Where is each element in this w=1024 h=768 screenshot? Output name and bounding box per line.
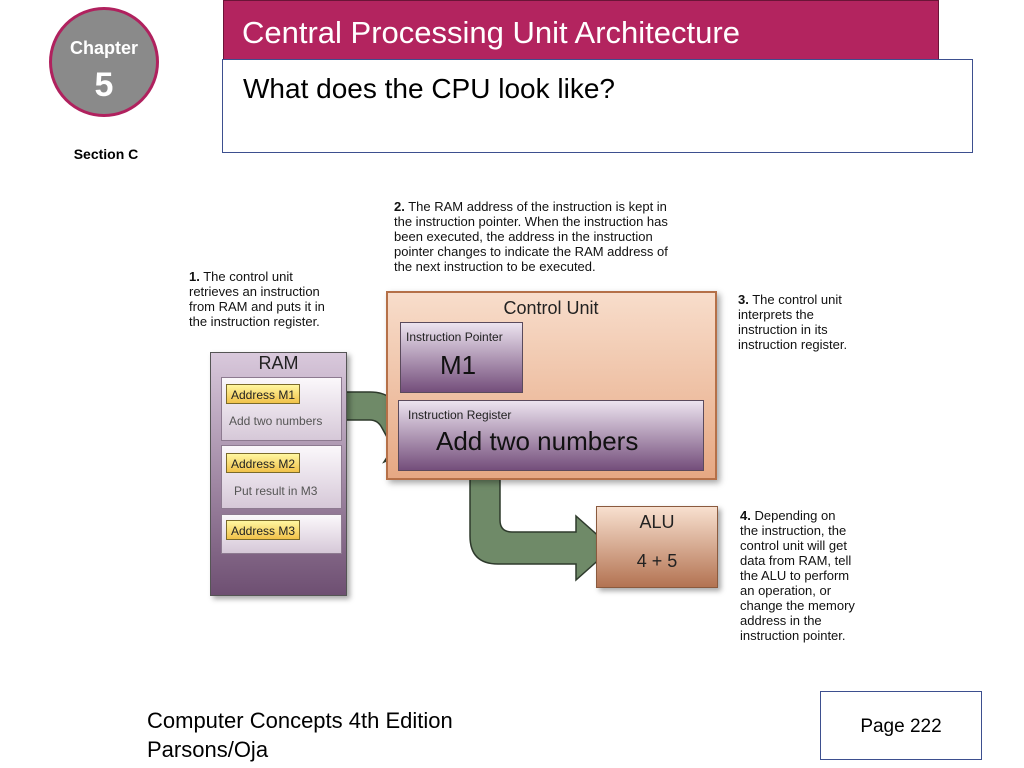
register-to-alu-arrow [469, 465, 614, 582]
instruction-register-label: Instruction Register [408, 408, 512, 422]
instruction-pointer-value: M1 [440, 350, 477, 380]
footer-credit: Computer Concepts 4th Edition Parsons/Oj… [147, 706, 453, 764]
caption-step-3: 3. The control unit interprets the instr… [738, 292, 848, 352]
caption-step-2: 2. The RAM address of the instruction is… [394, 199, 668, 274]
page-number: Page 222 [860, 716, 942, 737]
title-bar: Central Processing Unit Architecture [223, 0, 939, 60]
footer-line-2: Parsons/Oja [147, 737, 269, 762]
chapter-badge: Chapter 5 [49, 7, 159, 117]
subtitle-box: What does the CPU look like? [222, 59, 973, 153]
caption-step-1: 1. The control unit retrieves an instruc… [189, 269, 325, 329]
page-number-box: Page 222 [820, 691, 982, 760]
ram-address-m2: Address M2 [226, 453, 301, 473]
ram-title: RAM [258, 353, 299, 373]
ram-address-m3: Address M3 [226, 520, 301, 540]
ram-slot-1-content: Add two numbers [229, 414, 323, 428]
section-label: Section C [73, 146, 139, 162]
instruction-register-box [398, 400, 704, 471]
page-subtitle: What does the CPU look like? [243, 73, 615, 104]
chapter-label: Chapter [69, 38, 138, 58]
instruction-register-value: Add two numbers [436, 426, 639, 456]
ram-slot-2-content: Put result in M3 [234, 484, 318, 498]
caption-step-4: 4. Depending on the instruction, the con… [740, 508, 855, 643]
footer-line-1: Computer Concepts 4th Edition [147, 708, 453, 733]
alu-value: 4 + 5 [636, 551, 678, 571]
alu-block [596, 506, 718, 588]
instruction-pointer-box [400, 322, 523, 393]
ram-address-m1: Address M1 [226, 384, 301, 404]
instruction-pointer-label: Instruction Pointer [406, 330, 503, 344]
alu-title: ALU [639, 512, 675, 532]
control-unit-title: Control Unit [503, 298, 599, 318]
page-title: Central Processing Unit Architecture [242, 15, 740, 50]
chapter-number: 5 [94, 66, 114, 104]
